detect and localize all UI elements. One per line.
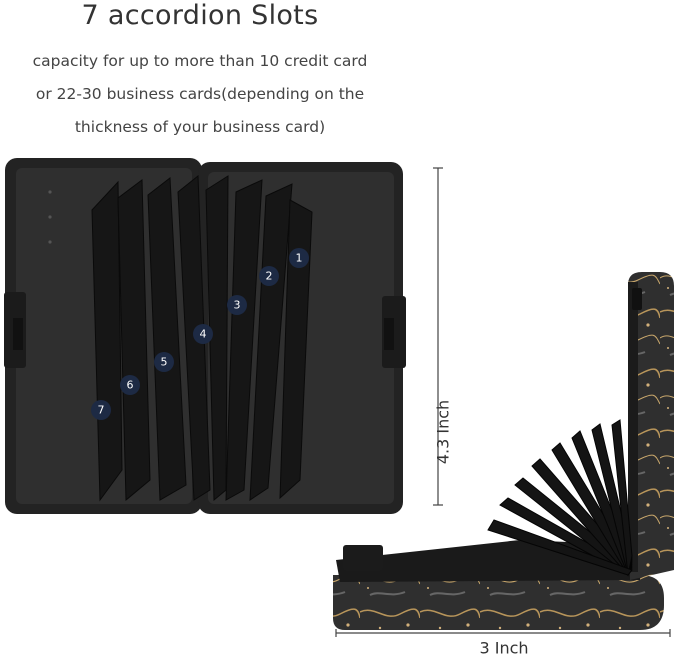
capacity-line-1: capacity for up to more than 10 credit c… xyxy=(32,52,368,70)
slot-number-7: 7 xyxy=(98,404,105,417)
height-dimension-line xyxy=(433,167,443,506)
slot-number-1: 1 xyxy=(296,252,303,265)
slot-badge-7: 7 xyxy=(91,400,111,420)
capacity-line-3: thickness of your business card) xyxy=(74,118,326,136)
slot-badge-5: 5 xyxy=(154,352,174,372)
height-label: 4.3 Inch xyxy=(433,399,453,465)
capacity-line-2: or 22-30 business cards(depending on the xyxy=(35,85,365,103)
open-wallet-front-view: 1 2 3 4 5 6 7 xyxy=(4,158,406,514)
slot-badge-4: 4 xyxy=(193,324,213,344)
slot-number-5: 5 xyxy=(161,356,168,369)
slot-number-6: 6 xyxy=(127,379,134,392)
slot-number-3: 3 xyxy=(234,299,241,312)
wallet-side-view xyxy=(333,272,674,630)
width-dimension-line xyxy=(335,629,671,637)
slot-number-4: 4 xyxy=(200,328,207,341)
page-title: 7 accordion Slots xyxy=(81,0,319,31)
slot-number-2: 2 xyxy=(266,270,273,283)
slot-badge-6: 6 xyxy=(120,375,140,395)
slot-badge-2: 2 xyxy=(259,266,279,286)
fanned-dividers xyxy=(487,419,633,577)
accordion-dividers xyxy=(91,174,313,502)
slot-badge-3: 3 xyxy=(227,295,247,315)
slot-badge-1: 1 xyxy=(289,248,309,268)
width-label: 3 Inch xyxy=(479,638,529,658)
